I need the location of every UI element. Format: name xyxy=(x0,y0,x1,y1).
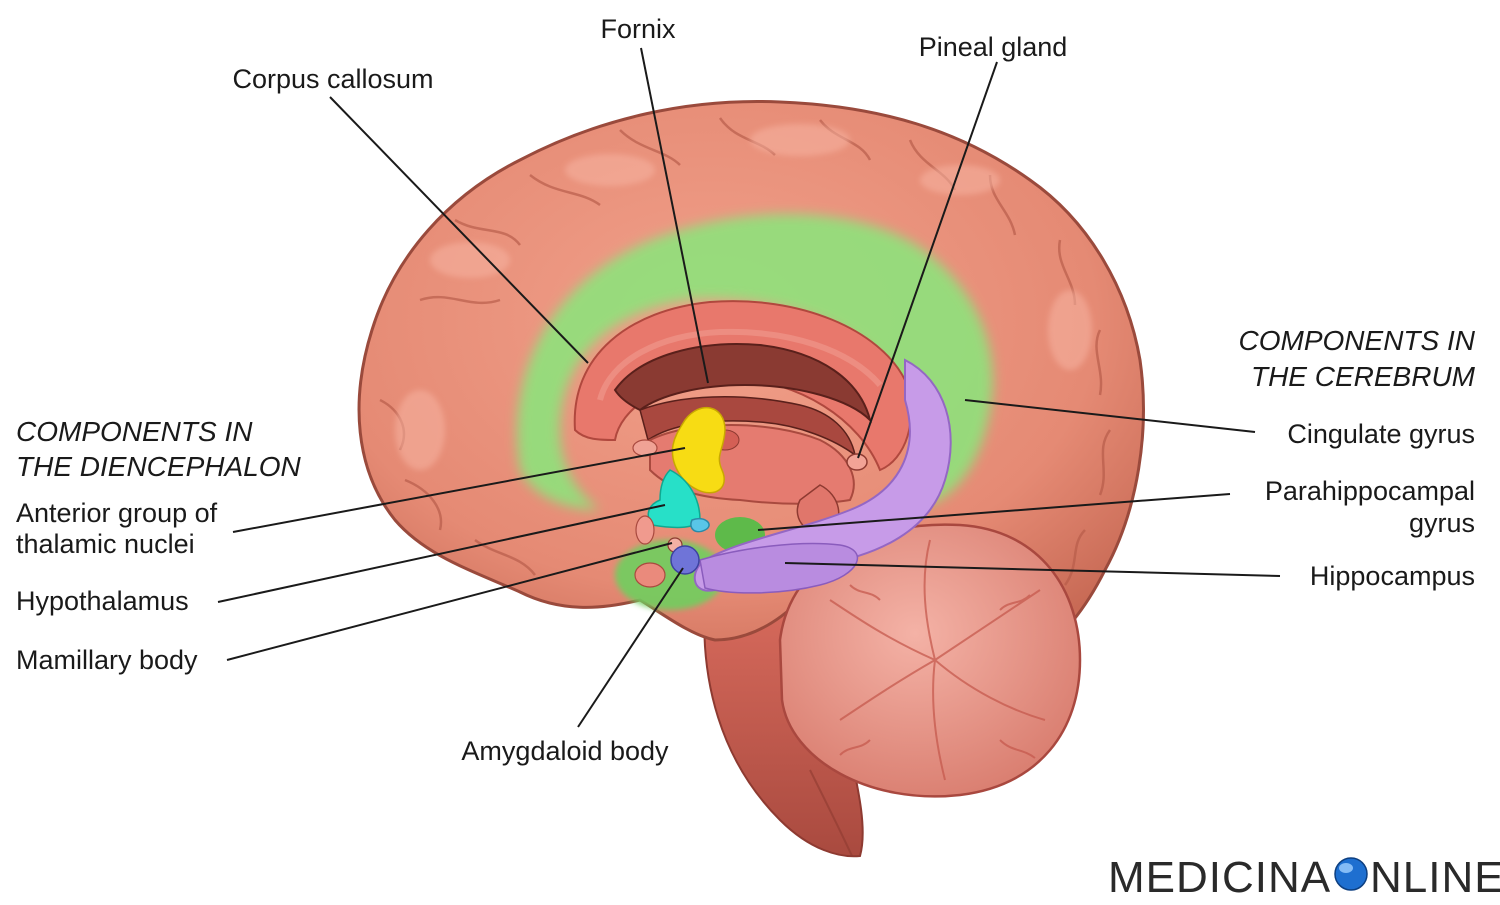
section-diencephalon-line1: COMPONENTS IN xyxy=(16,416,253,447)
label-pineal-gland: Pineal gland xyxy=(919,32,1068,62)
leader-cingulate-gyrus xyxy=(964,399,1256,433)
leader-amygdaloid-body xyxy=(577,567,684,728)
label-anterior-line2: thalamic nuclei xyxy=(16,529,195,559)
label-anterior-line1: Anterior group of xyxy=(16,498,218,528)
section-cerebrum-line1: COMPONENTS IN xyxy=(1239,325,1476,356)
amygdaloid-body xyxy=(670,545,700,575)
hippocampus xyxy=(693,358,952,594)
globe-icon xyxy=(1334,857,1368,891)
leader-fornix xyxy=(640,47,709,384)
anterior-thalamic-nuclei xyxy=(671,406,726,494)
label-mamillary-body: Mamillary body xyxy=(16,645,198,675)
leader-anterior-thalamic xyxy=(232,447,686,533)
corpus-callosum xyxy=(573,300,912,472)
pineal-gland xyxy=(846,453,868,471)
label-fornix: Fornix xyxy=(600,14,676,44)
label-corpus-callosum: Corpus callosum xyxy=(232,64,433,94)
cerebellum xyxy=(778,523,1082,798)
leader-lines xyxy=(217,47,1281,728)
label-parahippocampal-line2: gyrus xyxy=(1409,508,1475,538)
labels: Fornix Pineal gland Corpus callosum COMP… xyxy=(16,14,1476,766)
leader-hippocampus xyxy=(784,562,1281,577)
leader-pineal-gland xyxy=(857,61,998,459)
leader-parahippocampal-gyrus xyxy=(757,493,1231,531)
label-cingulate-gyrus: Cingulate gyrus xyxy=(1287,419,1475,449)
section-diencephalon-line2: THE DIENCEPHALON xyxy=(16,451,301,482)
label-hippocampus: Hippocampus xyxy=(1310,561,1475,591)
section-cerebrum-line2: THE CEREBRUM xyxy=(1251,361,1476,392)
watermark: MEDICINA NLINE xyxy=(1108,853,1500,902)
watermark-right: NLINE xyxy=(1370,853,1500,902)
leader-hypothalamus xyxy=(217,504,666,603)
label-parahippocampal-line1: Parahippocampal xyxy=(1265,476,1475,506)
label-hypothalamus: Hypothalamus xyxy=(16,586,189,616)
watermark-left: MEDICINA xyxy=(1108,853,1331,902)
leader-mamillary-body xyxy=(226,542,673,661)
label-amygdaloid-body: Amygdaloid body xyxy=(461,736,669,766)
leader-corpus-callosum xyxy=(329,96,589,364)
